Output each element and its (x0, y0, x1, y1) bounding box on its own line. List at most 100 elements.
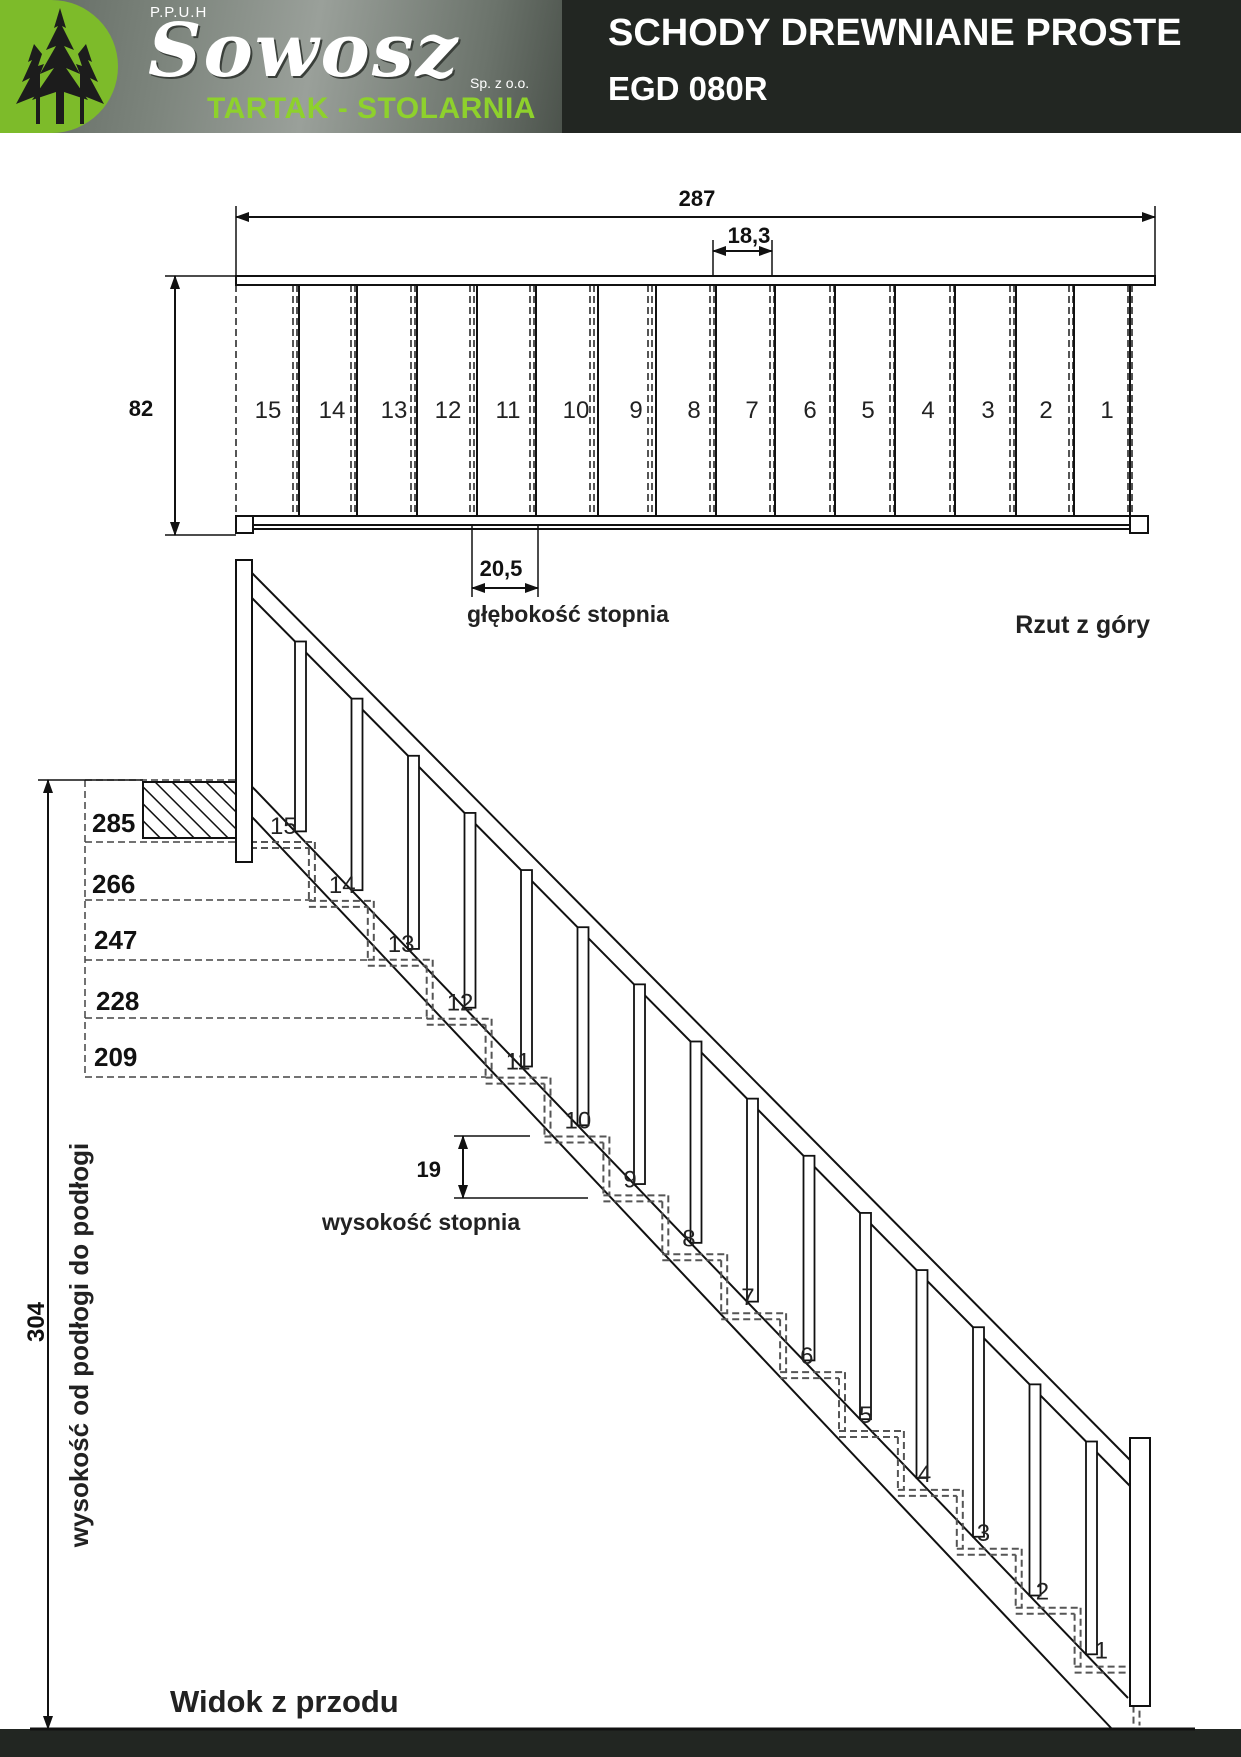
baluster (859, 1212, 872, 1421)
step-riser-dashed (779, 1313, 788, 1373)
page-title: SCHODY DREWNIANE PROSTE (608, 12, 1182, 54)
front-view-step-number: 6 (800, 1343, 813, 1370)
step-height-label: wysokość stopnia (321, 1209, 520, 1235)
height-level-285: 285 (92, 808, 135, 838)
step-riser-dashed (896, 1431, 905, 1490)
step-tread-dashed (1015, 1606, 1081, 1615)
step-riser-dashed (1073, 1607, 1082, 1667)
front-view-step-number: 7 (741, 1284, 754, 1311)
height-level-209: 209 (94, 1042, 137, 1072)
top-view-step-number: 13 (381, 397, 408, 424)
top-view-step-number: 12 (435, 397, 462, 424)
step-tread-dashed (956, 1547, 1022, 1556)
front-view-step-number: 15 (270, 813, 297, 840)
front-view-step-number: 5 (859, 1402, 872, 1429)
total-height-value: 304 (23, 1301, 50, 1342)
logo-name: Sowosz (148, 8, 460, 94)
top-view-step-number: 15 (255, 397, 282, 424)
step-tread-dashed (250, 841, 315, 849)
top-view-step-number: 8 (687, 397, 700, 424)
stringer-bottom (235, 799, 1113, 1730)
step-riser-dashed (602, 1136, 611, 1196)
front-view-step-number: 13 (388, 931, 415, 958)
logo-tagline: TARTAK - STOLARNIA (207, 92, 536, 125)
step-tread-dashed (897, 1488, 963, 1497)
total-height-label: wysokość od podłogi do podłogi (64, 1143, 94, 1548)
step-riser-dashed (838, 1372, 846, 1431)
step-spacing-label: 18,3 (728, 223, 771, 248)
baluster (972, 1326, 985, 1538)
baluster (746, 1097, 759, 1303)
step-riser-dashed (425, 959, 434, 1019)
top-view-step-number: 9 (629, 397, 642, 424)
height-level-266: 266 (92, 869, 135, 899)
step-riser-dashed (955, 1489, 964, 1549)
model-code: EGD 080R (608, 70, 768, 107)
company-logo: P.P.U.H Sowosz Sp. z o.o. TARTAK - STOLA… (0, 0, 562, 133)
baluster (1028, 1383, 1042, 1597)
step-tread-dashed (603, 1194, 669, 1203)
baluster (407, 754, 420, 950)
handrail-top (251, 572, 1131, 1461)
height-level-228: 228 (96, 986, 139, 1016)
top-view-step-number: 6 (803, 397, 816, 424)
top-view-step-number: 2 (1039, 397, 1052, 424)
width-label: 82 (129, 396, 153, 421)
step-riser-dashed (720, 1254, 729, 1314)
step-tread-dashed (544, 1135, 610, 1144)
front-view-step-number: 3 (977, 1520, 990, 1547)
step-tread-dashed (1074, 1665, 1140, 1674)
step-riser-dashed (366, 900, 375, 960)
height-level-247: 247 (94, 925, 137, 955)
balusters (294, 640, 1098, 1656)
step-tread-dashed (485, 1076, 551, 1085)
front-view-step-number: 8 (682, 1225, 695, 1252)
front-view-caption: Widok z przodu (170, 1684, 399, 1719)
baluster (633, 983, 646, 1185)
top-view-step-number: 5 (861, 397, 874, 424)
step-tread-dashed (426, 1017, 492, 1026)
baluster (463, 812, 477, 1009)
front-view-step-number: 4 (918, 1461, 931, 1488)
step-riser-dashed (484, 1018, 493, 1078)
front-view-step-number: 10 (565, 1108, 592, 1135)
baluster (802, 1154, 816, 1362)
step-tread-dashed (367, 958, 433, 967)
baluster (294, 640, 307, 833)
baluster (576, 926, 590, 1127)
front-view-step-number: 9 (623, 1166, 636, 1193)
top-view-step-number: 3 (981, 397, 994, 424)
tree-icon (16, 8, 104, 124)
post-right (1129, 515, 1149, 534)
total-length-label: 287 (679, 186, 716, 211)
step-riser-dashed (307, 842, 316, 901)
baluster (350, 697, 364, 892)
newel-post-bottom (1129, 1437, 1151, 1707)
front-view-step-number: 1 (1095, 1638, 1108, 1665)
step-height-value: 19 (417, 1157, 441, 1182)
post-left (235, 515, 254, 534)
step-tread-dashed (721, 1312, 787, 1321)
front-view-step-number: 12 (447, 990, 474, 1017)
step-depth-value: 20,5 (480, 556, 523, 581)
step-tread-dashed (780, 1371, 845, 1380)
top-view-caption: Rzut z góry (1015, 611, 1150, 639)
step-depth-label: głębokość stopnia (467, 601, 669, 627)
bottom-rail (235, 515, 1147, 526)
bottom-band (0, 1729, 1241, 1757)
step-tread-dashed (839, 1430, 904, 1438)
newel-post-top (235, 559, 253, 863)
baluster (520, 869, 533, 1068)
upper-floor-block (142, 781, 237, 839)
logo-prefix: P.P.U.H (150, 4, 208, 21)
top-view-step-number: 10 (563, 397, 590, 424)
top-view-step-number: 11 (496, 397, 521, 424)
top-view-step-number: 1 (1100, 397, 1113, 424)
step-riser-dashed (661, 1195, 670, 1255)
front-view-step-number: 2 (1036, 1579, 1049, 1606)
logo-suffix: Sp. z o.o. (470, 75, 530, 91)
